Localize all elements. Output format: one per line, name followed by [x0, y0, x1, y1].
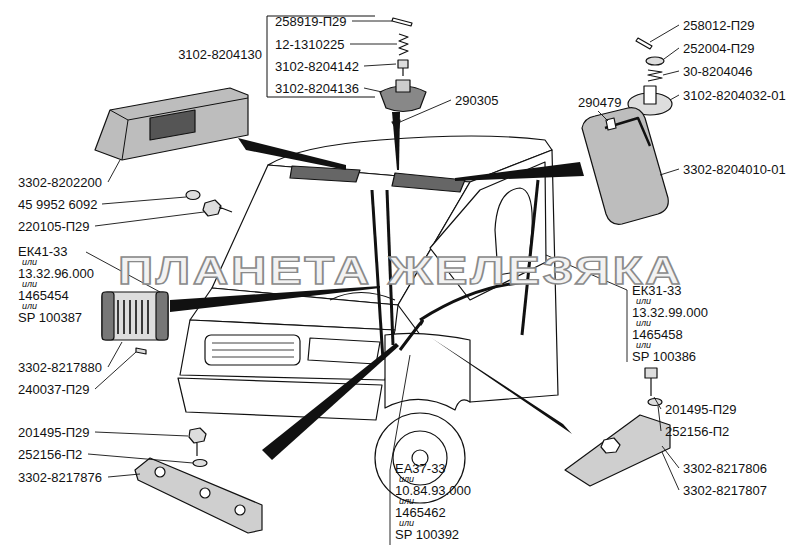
alternative-word: или [22, 302, 37, 311]
sun-visor [582, 108, 668, 225]
part-number: ЕА37-33 [395, 462, 446, 475]
part-number: 1465462 [395, 506, 446, 519]
part-number: 3302-8217806 [683, 462, 767, 475]
alternative-word: или [636, 319, 651, 328]
screw [398, 60, 408, 76]
washer [186, 191, 200, 200]
part-number: 252004-П29 [683, 42, 755, 55]
part-number: 258919-П29 [275, 15, 347, 28]
pin [392, 18, 412, 26]
bolt [203, 200, 232, 216]
part-number: SP 100387 [18, 311, 82, 324]
part-number: 13.32.96.000 [18, 267, 94, 280]
part-number: 3302-8217880 [18, 361, 102, 374]
part-number: 3302-8217807 [683, 484, 767, 497]
watermark: ПЛАНЕТА ЖЕЛЕЗЯКА [118, 252, 683, 290]
part-number: 240037-П29 [18, 383, 90, 396]
headlight [308, 338, 380, 364]
part-number: 13.32.99.000 [632, 306, 708, 319]
alternative-word: или [22, 280, 37, 289]
part-number: 12-1310225 [275, 38, 344, 51]
sun-visor [290, 166, 360, 182]
part-number: 201495-П29 [665, 403, 737, 416]
part-number: 45 9952 6092 [18, 198, 98, 211]
part-number: 1465458 [632, 328, 683, 341]
part-number: 258012-П29 [683, 19, 755, 32]
washer [193, 460, 207, 467]
alternative-word: или [636, 297, 651, 306]
alternative-word: или [399, 497, 414, 506]
part-number: 3302-8217876 [18, 471, 102, 484]
part-number: 290305 [455, 94, 498, 107]
alternative-word: или [399, 519, 414, 528]
part-number: 3302-8204010-01 [683, 163, 786, 176]
part-number: SP 100392 [395, 528, 459, 541]
screw [136, 348, 146, 354]
spring [648, 70, 662, 81]
alternative-word: или [22, 258, 37, 267]
nut [601, 438, 620, 453]
part-number: 30-8204046 [683, 65, 752, 78]
part-number: 201495-П29 [18, 426, 90, 439]
part-number: 10.84.93.000 [395, 484, 471, 497]
part-number: 3102-8204032-01 [683, 89, 786, 102]
part-number: 290479 [578, 96, 621, 109]
part-number: 252156-П2 [665, 425, 729, 438]
anchor-plate [565, 415, 670, 486]
part-number: 3102-8204142 [275, 60, 359, 73]
handle-bracket [95, 88, 248, 160]
part-number: ЕК41-33 [18, 245, 68, 258]
spring [399, 34, 408, 55]
grille [205, 335, 300, 365]
sun-visor [392, 173, 465, 192]
part-number: 3102-8204136 [275, 82, 359, 95]
steering-wheel [330, 293, 395, 301]
alternative-word: или [636, 341, 651, 350]
washer [646, 57, 664, 65]
part-number: 3302-8202200 [18, 176, 102, 189]
part-number: 3102-8204130 [178, 48, 262, 61]
part-number: 252156-П2 [18, 448, 82, 461]
part-number: 220105-П29 [18, 220, 90, 233]
pin [636, 38, 652, 49]
group-bracket [267, 16, 375, 97]
visor-rod [605, 118, 650, 146]
part-number: 1465454 [18, 289, 69, 302]
bolt [189, 428, 206, 456]
alternative-word: или [399, 475, 414, 484]
belt-retractor [102, 292, 168, 340]
anchor-plate [135, 458, 262, 533]
bolt [645, 368, 657, 396]
part-number: SP 100386 [632, 350, 696, 363]
